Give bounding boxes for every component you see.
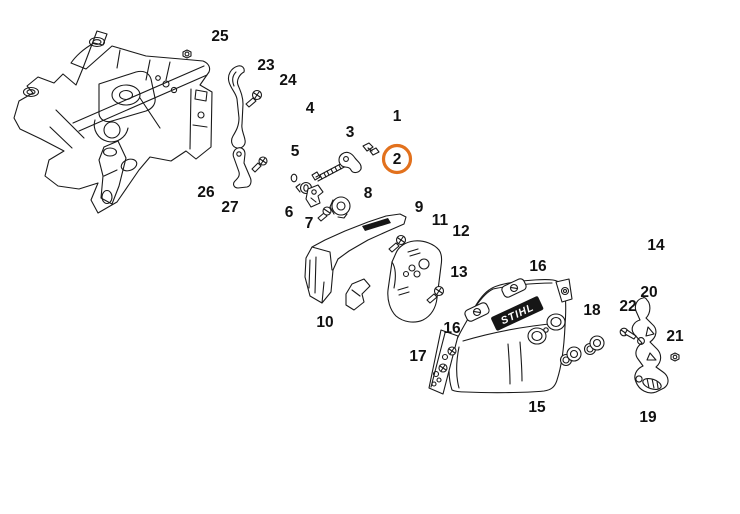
callout-10: 10 bbox=[316, 314, 333, 331]
callout-23: 23 bbox=[257, 57, 275, 74]
latch-part-16-upper bbox=[501, 278, 527, 298]
housing-part-8 bbox=[329, 196, 351, 219]
spike-strip-part-17 bbox=[428, 329, 459, 395]
hook-plate-part-23 bbox=[227, 65, 246, 149]
callout-22: 22 bbox=[619, 298, 636, 315]
screw-part-24 bbox=[245, 89, 263, 108]
lever-part-3 bbox=[338, 151, 362, 174]
callout-19: 19 bbox=[639, 409, 657, 426]
screw-part-27 bbox=[251, 156, 268, 173]
o-ring-part-5 bbox=[290, 173, 298, 183]
callout-13: 13 bbox=[450, 264, 468, 281]
highlight-circle-part-2 bbox=[381, 143, 413, 175]
latch-part-16-lower bbox=[464, 302, 490, 322]
bracket-part-26 bbox=[232, 147, 252, 189]
callout-3: 3 bbox=[346, 124, 355, 141]
chain-catcher-part-19 bbox=[631, 297, 669, 394]
slider-part-6 bbox=[305, 184, 324, 208]
screw-part-22 bbox=[619, 327, 637, 340]
crankcase-drawing bbox=[13, 30, 213, 214]
collar-nuts-part-18 bbox=[559, 335, 605, 367]
nut-part-21 bbox=[670, 352, 680, 362]
callout-1: 1 bbox=[393, 108, 402, 125]
callout-8: 8 bbox=[364, 185, 373, 202]
callout-17: 17 bbox=[409, 348, 426, 365]
callouts: 1 2 3 4 5 6 7 8 9 10 11 12 13 14 15 16 1… bbox=[197, 28, 684, 426]
callout-16-upper: 16 bbox=[529, 258, 547, 275]
callout-27: 27 bbox=[221, 199, 238, 216]
screw-part-13 bbox=[426, 285, 445, 304]
callout-11: 11 bbox=[432, 212, 449, 229]
callout-14: 14 bbox=[647, 237, 665, 254]
chain-guard-part-9 bbox=[304, 213, 407, 304]
callout-12: 12 bbox=[452, 223, 469, 240]
callout-25: 25 bbox=[211, 28, 229, 45]
callout-2: 2 bbox=[393, 151, 402, 168]
screw-part-7 bbox=[317, 206, 332, 222]
side-plate-part-12 bbox=[387, 240, 443, 323]
callout-5: 5 bbox=[291, 143, 300, 160]
callout-21: 21 bbox=[666, 328, 684, 345]
screw-part-11 bbox=[388, 234, 407, 253]
callout-16-lower: 16 bbox=[443, 320, 461, 337]
callout-18: 18 bbox=[583, 302, 601, 319]
nut-part-25 bbox=[182, 49, 192, 59]
callout-26: 26 bbox=[197, 184, 215, 201]
callout-20: 20 bbox=[640, 284, 657, 301]
callout-7: 7 bbox=[305, 215, 314, 232]
clip-part-2 bbox=[362, 142, 380, 156]
callout-15: 15 bbox=[528, 399, 546, 416]
bracket-part-10 bbox=[345, 278, 371, 311]
callout-24: 24 bbox=[279, 72, 297, 89]
callout-9: 9 bbox=[415, 199, 424, 216]
callout-4: 4 bbox=[306, 100, 315, 117]
callout-6: 6 bbox=[285, 204, 294, 221]
